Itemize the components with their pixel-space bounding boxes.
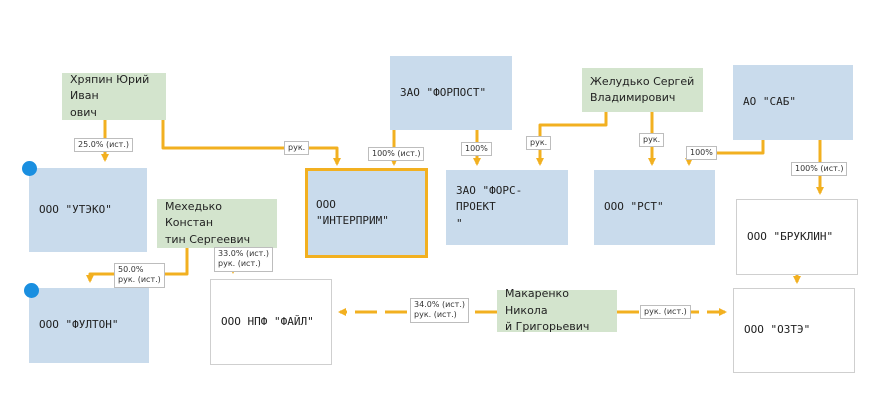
node-ozte-label: ООО "ОЗТЭ" (744, 323, 811, 337)
edge-label-sab-bruklin: 100% (ист.) (791, 162, 848, 177)
edge-label-makarenko-fail: 34.0% (ист.) рук. (ист.) (410, 298, 469, 323)
node-bruklin[interactable]: ООО "БРУКЛИН" (736, 199, 858, 275)
edge-label-forpost-interprim: 100% (ист.) (368, 147, 425, 162)
node-ozte[interactable]: ООО "ОЗТЭ" (733, 288, 855, 373)
edge-label-makarenko-ozte: рук. (ист.) (640, 305, 691, 320)
node-makarenko[interactable]: Макаренко Никола й Григорьевич (497, 287, 617, 333)
node-rst[interactable]: ООО "РСТ" (594, 170, 715, 245)
node-fors-proekt[interactable]: ЗАО "ФОРС-ПРОЕКТ " (446, 170, 568, 245)
marker-dot (22, 161, 37, 176)
node-forpost[interactable]: ЗАО "ФОРПОСТ" (390, 56, 512, 130)
node-npf-fail-label: ООО НПФ "ФАЙЛ" (221, 314, 314, 328)
node-interprim[interactable]: ООО "ИНТЕРПРИМ" (305, 168, 428, 258)
node-fulton[interactable]: ООО "ФУЛТОН" (29, 288, 149, 363)
node-utzko[interactable]: ООО "УТЭКО" (29, 168, 147, 252)
node-khryapin[interactable]: Хряпин Юрий Иван ович (62, 73, 166, 120)
edge-label-khryapin-interprim: рук. (284, 141, 310, 156)
edge-label-zheludko-fors: рук. (526, 136, 552, 151)
node-bruklin-label: ООО "БРУКЛИН" (747, 229, 834, 243)
node-khryapin-label: Хряпин Юрий Иван ович (70, 72, 150, 119)
node-forpost-label: ЗАО "ФОРПОСТ" (400, 85, 487, 99)
edge-label-mekhedko-fail: 33.0% (ист.) рук. (ист.) (214, 247, 273, 272)
node-utzko-label: ООО "УТЭКО" (39, 202, 112, 216)
node-zheludko[interactable]: Желудько Сергей Владимирович (582, 68, 703, 112)
node-fulton-label: ООО "ФУЛТОН" (39, 318, 119, 332)
node-makarenko-label: Макаренко Никола й Григорьевич (505, 287, 590, 334)
node-fors-proekt-label: ЗАО "ФОРС-ПРОЕКТ " (456, 183, 523, 230)
edge-label-mekhedko-fulton: 50.0% рук. (ист.) (114, 263, 165, 288)
node-mekhedko-label: Мехедько Констан тин Сергеевич (165, 199, 251, 246)
node-sab[interactable]: АО "САБ" (733, 65, 853, 140)
node-interprim-label: ООО "ИНТЕРПРИМ" (316, 197, 389, 228)
node-zheludko-label: Желудько Сергей Владимирович (590, 74, 695, 105)
edge-label-forpost-fors: 100% (461, 142, 492, 157)
node-npf-fail[interactable]: ООО НПФ "ФАЙЛ" (210, 279, 332, 365)
edge-khryapin-interprim (161, 120, 341, 166)
node-rst-label: ООО "РСТ" (604, 200, 664, 214)
edge-label-zheludko-rst: рук. (639, 133, 665, 148)
marker-dot (24, 283, 39, 298)
edge-label-khryapin-utzko: 25.0% (ист.) (74, 138, 133, 153)
node-mekhedko[interactable]: Мехедько Констан тин Сергеевич (157, 199, 277, 248)
node-sab-label: АО "САБ" (743, 95, 796, 109)
edge-label-sab-rst: 100% (686, 146, 717, 161)
